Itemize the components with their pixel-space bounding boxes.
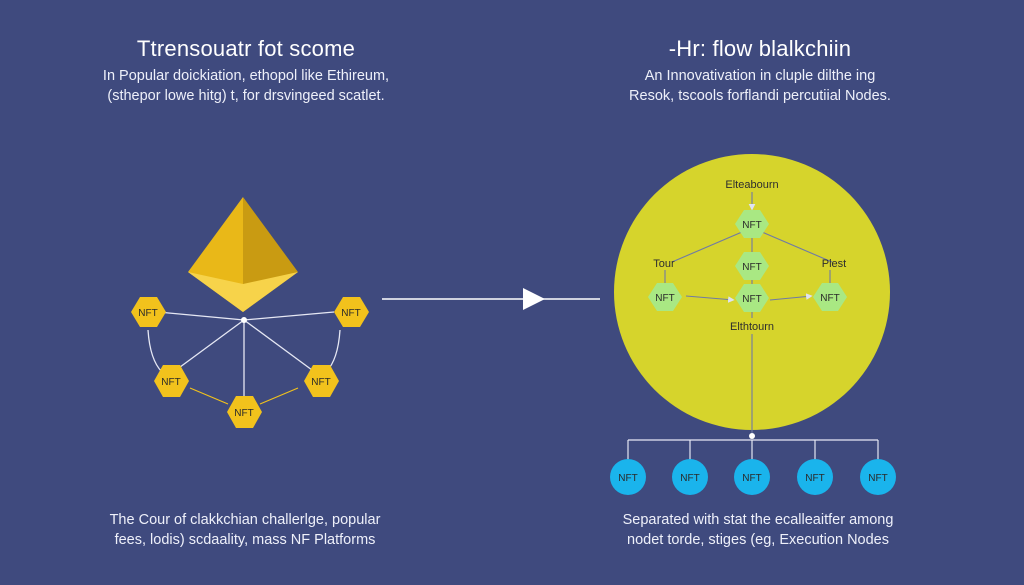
nft-label: NFT (161, 377, 180, 388)
blue-node-2: NFT (672, 459, 708, 495)
left-gold-arrows (189, 387, 299, 405)
left-subtitle-line-1: In Popular doickiation, ethopol like Eth… (102, 68, 390, 84)
nft-label: NFT (742, 294, 761, 305)
left-caption-line-2: fees, lodis) scdaality, mass NF Platform… (114, 532, 376, 548)
right-caption: Separated with stat the ecalleaitfer amo… (548, 510, 968, 550)
nft-label: NFT (868, 473, 887, 484)
ethereum-diamond-icon (188, 197, 298, 312)
nft-label: NFT (618, 473, 637, 484)
execution-tree-lines (627, 439, 879, 460)
right-title: -Hr: flow blalkchiin (668, 36, 852, 61)
left-subtitle: In Popular doickiation, ethopol like Eth… (46, 66, 446, 106)
left-hub-dot (241, 317, 247, 323)
circle-label-top: Elteabourn (725, 179, 778, 191)
nft-label: NFT (820, 293, 839, 304)
nft-node-left-2: NFT (334, 297, 369, 327)
tree-hub-dot (749, 433, 755, 439)
green-node-center: NFT (735, 284, 769, 312)
nft-label: NFT (805, 473, 824, 484)
transition-arrow (382, 288, 600, 310)
green-node-right: NFT (813, 283, 847, 311)
green-node-left: NFT (648, 283, 682, 311)
left-caption-line-1: The Cour of clakkchian challerlge, popul… (109, 512, 381, 528)
nft-label: NFT (341, 308, 360, 319)
blue-node-5: NFT (860, 459, 896, 495)
nft-label: NFT (742, 262, 761, 273)
nft-node-left-4: NFT (304, 365, 339, 397)
nft-label: NFT (138, 308, 157, 319)
blue-node-4: NFT (797, 459, 833, 495)
right-subtitle-line-2: Resok, tscools forflandi percutiial Node… (629, 88, 891, 104)
circle-label-bottom: Elthtourn (730, 321, 774, 333)
circle-network-lines (664, 192, 833, 436)
right-caption-line-1: Separated with stat the ecalleaitfer amo… (622, 512, 894, 528)
right-caption-line-2: nodet torde, stiges (eg, Execution Nodes (627, 532, 889, 548)
nft-node-left-3: NFT (154, 365, 189, 397)
blue-node-1: NFT (610, 459, 646, 495)
nft-label: NFT (311, 377, 330, 388)
circle-label-right: Plest (822, 258, 846, 270)
blue-node-3: NFT (734, 459, 770, 495)
nft-label: NFT (742, 220, 761, 231)
nft-node-left-1: NFT (131, 297, 166, 327)
right-subtitle: An Innovativation in cluple dilthe ing R… (560, 66, 960, 106)
left-subtitle-line-2: (sthepor lowe hitg) t, for drsvingeed sc… (107, 88, 385, 104)
left-title: Ttrensouatr fot scome (136, 36, 356, 61)
nft-label: NFT (680, 473, 699, 484)
green-node-middle: NFT (735, 252, 769, 280)
left-caption: The Cour of clakkchian challerlge, popul… (40, 510, 450, 550)
left-network-lines (147, 311, 341, 396)
nft-node-left-5: NFT (227, 396, 262, 428)
nft-label: NFT (655, 293, 674, 304)
right-subtitle-line-1: An Innovativation in cluple dilthe ing (644, 68, 876, 84)
nft-label: NFT (742, 473, 761, 484)
circle-label-left: Tour (653, 258, 675, 270)
nft-label: NFT (234, 408, 253, 419)
green-node-top: NFT (735, 210, 769, 238)
